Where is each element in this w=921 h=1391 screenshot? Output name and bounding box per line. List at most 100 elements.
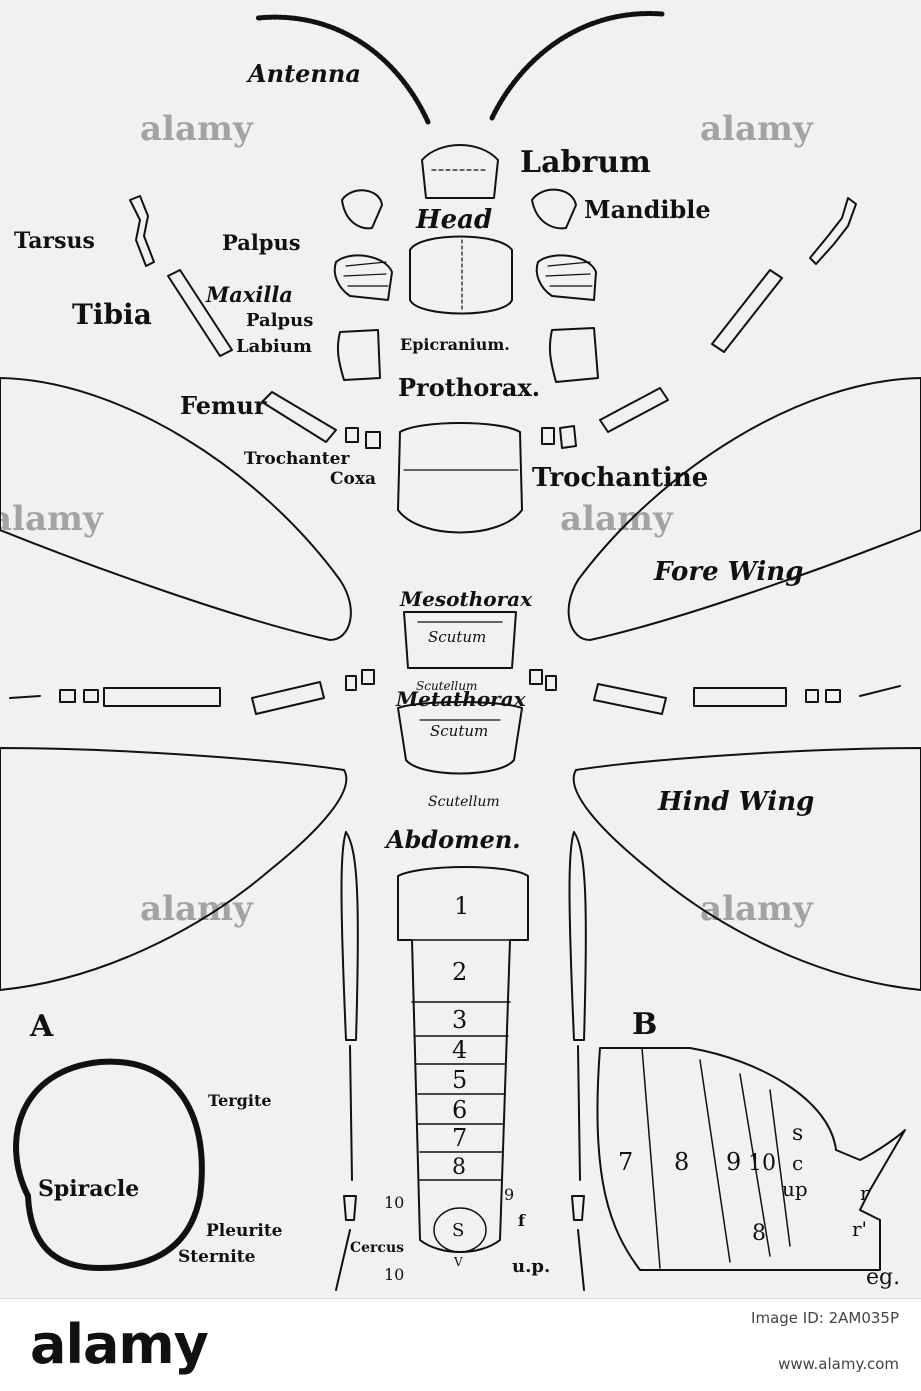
labium-left [336, 329, 381, 381]
femur-right [599, 387, 669, 433]
tibia-left [167, 269, 233, 357]
panel-b-seg10: 10 [748, 1151, 776, 1176]
head-capsule [409, 235, 513, 315]
label-9: 9 [504, 1185, 514, 1204]
labrum [421, 144, 499, 199]
panel-b-seg9: 9 [726, 1148, 741, 1176]
label-pleurite: Pleurite [206, 1221, 283, 1241]
label-sternite: Sternite [178, 1247, 256, 1267]
label-palpus-upper: Palpus [222, 230, 301, 255]
image-id: Image ID: 2AM035P [751, 1309, 899, 1327]
fore-wing-left [0, 377, 352, 641]
trochanter-left [345, 427, 359, 443]
panel-b-up: up [782, 1177, 808, 1201]
label-mandible: Mandible [584, 195, 711, 224]
mesothorax [403, 611, 517, 669]
label-labium: Labium [236, 336, 312, 357]
label-hind-wing: Hind Wing [657, 787, 814, 817]
stock-url: www.alamy.com [778, 1355, 899, 1373]
segment-label: 5 [452, 1066, 467, 1094]
panel-b-r: r [860, 1181, 870, 1205]
maxilla-left [333, 254, 393, 301]
panel-b-seg7: 7 [618, 1148, 633, 1176]
panel-a-letter: A [29, 1009, 54, 1044]
label-tarsus: Tarsus [14, 228, 95, 254]
label-abdomen: Abdomen. [384, 825, 521, 854]
segment-label: 8 [452, 1155, 466, 1180]
segment-label: 1 [454, 892, 469, 920]
label-mesothorax: Mesothorax [399, 587, 533, 611]
mid-leg-right-femur [593, 683, 667, 715]
label-fore-wing: Fore Wing [653, 557, 803, 587]
label-labrum: Labrum [520, 145, 651, 180]
label-10-lower: 10 [384, 1265, 404, 1284]
coxa-right [559, 425, 577, 449]
tarsus-right [809, 197, 857, 265]
fore-wing-right [567, 377, 921, 641]
label-trochanter: Trochanter [244, 449, 350, 469]
stock-footer: alamy Image ID: 2AM035P www.alamy.com [0, 1298, 921, 1391]
label-prothorax: Prothorax. [398, 373, 540, 402]
label-palpus-lower: Palpus [246, 310, 313, 331]
label-trochantine: Trochantine [532, 463, 708, 493]
panel-b-eg: eg. [866, 1265, 900, 1290]
femur-left [261, 391, 337, 443]
label-coxa: Coxa [330, 469, 376, 489]
label-scutum-meso: Scutum [428, 628, 486, 646]
panel-a-cross-section [13, 1058, 205, 1271]
segment-label: 4 [452, 1036, 467, 1064]
panel-b-seg8: 8 [674, 1148, 689, 1176]
label-head: Head [415, 205, 492, 235]
mandible-left [341, 189, 383, 230]
label-tibia: Tibia [72, 298, 152, 331]
segment-label: 6 [452, 1096, 467, 1124]
segment-label: 2 [452, 958, 467, 986]
trochanter-right [541, 427, 555, 445]
hind-wing-right [572, 747, 921, 991]
label-spiracle: Spiracle [38, 1176, 139, 1202]
label-femur: Femur [180, 391, 267, 420]
mid-leg-right [693, 685, 901, 707]
prothorax [397, 422, 523, 534]
mandible-right [531, 188, 577, 230]
insect-anatomy-diagram: Antenna Labrum Head Mandible Tarsus Palp… [0, 11, 921, 1291]
panel-b-seg8-lower: 8 [752, 1221, 766, 1246]
hind-wing-left [0, 747, 348, 991]
label-10-upper: 10 [384, 1193, 404, 1212]
panel-b-abdomen-tip [596, 1047, 906, 1271]
label-cercus: Cercus [350, 1240, 404, 1256]
panel-b-s: s [792, 1121, 803, 1146]
coxa-left [365, 431, 381, 449]
segment-label: 3 [452, 1006, 467, 1034]
maxilla-right [535, 254, 597, 301]
segment-label: 7 [452, 1124, 467, 1152]
antenna-right [489, 11, 665, 121]
diagram-figure: Antenna Labrum Head Mandible Tarsus Palp… [0, 0, 921, 1298]
label-up: u.p. [512, 1256, 550, 1277]
panel-b-r-prime: r' [852, 1217, 867, 1241]
panel-b-letter: B [632, 1007, 657, 1042]
label-maxilla: Maxilla [205, 282, 293, 307]
label-tergite: Tergite [208, 1091, 272, 1110]
panel-b-c: c [792, 1151, 803, 1175]
label-antenna: Antenna [246, 59, 361, 88]
alamy-logo: alamy [30, 1313, 209, 1376]
tarsus-left [129, 195, 155, 267]
label-metathorax: Metathorax [395, 687, 527, 711]
tibia-right [711, 269, 783, 353]
label-scutellum-meta: Scutellum [428, 794, 500, 810]
antenna-left [255, 14, 431, 125]
metathorax [397, 701, 523, 775]
label-epicranium: Epicranium. [400, 335, 510, 354]
mid-leg-left [9, 687, 221, 707]
hind-leg-right [568, 831, 587, 1291]
label-scutellum-meso: Scutellum [416, 679, 477, 693]
label-f: f [518, 1211, 526, 1230]
mid-leg-left-femur [251, 681, 325, 715]
label-scutum-meta: Scutum [430, 722, 488, 740]
labium-right [548, 327, 599, 383]
label-s: S [452, 1220, 464, 1241]
label-v: V [453, 1255, 463, 1269]
hind-leg-left [335, 831, 359, 1291]
